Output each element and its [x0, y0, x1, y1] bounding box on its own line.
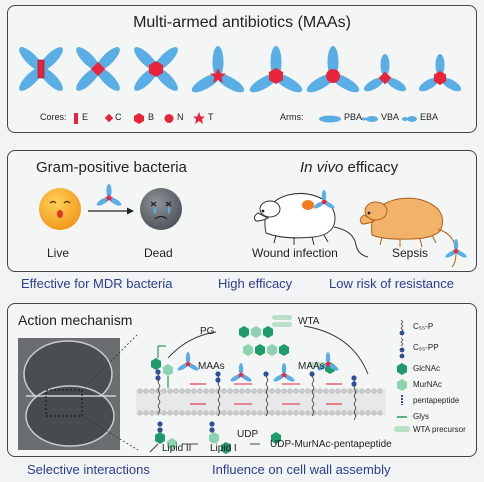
core-c-icon — [104, 113, 114, 123]
core-e-icon — [74, 113, 78, 124]
legend-pentapeptide: pentapeptide — [413, 396, 460, 405]
panel1-title: Multi-armed antibiotics (MAAs) — [133, 14, 351, 31]
in-vivo-italic: In vivo — [300, 159, 344, 176]
maa-b3s-core-icon — [418, 54, 462, 92]
arm-eba-icon — [407, 116, 417, 122]
pathway-arrows — [149, 325, 369, 453]
pg-label: PG — [200, 326, 215, 337]
maa-mech-2-icon — [273, 363, 295, 382]
arms-label: Arms: — [280, 112, 304, 122]
cores-label: Cores: — [40, 112, 67, 122]
panel-mechanism: Action mechanism — [7, 303, 477, 457]
lipid1-label: Lipid I — [210, 443, 237, 454]
core-n-icon — [164, 114, 174, 123]
maa-molecules — [15, 43, 462, 124]
in-vivo-rest: efficacy — [343, 159, 399, 176]
maa-mech-3-icon — [317, 352, 339, 371]
maa-b-core-icon — [130, 43, 182, 95]
live-bacterium-icon — [39, 188, 81, 230]
arm-vba-icon — [366, 116, 378, 122]
mouse-sepsis-icon — [359, 197, 457, 268]
maa-t-core-icon — [189, 46, 247, 96]
core-t-label: T — [208, 112, 214, 122]
legend-glcnac: GlcNAc — [413, 364, 441, 373]
caption-cell-wall: Influence on cell wall assembly — [212, 462, 391, 477]
lipid2-label: Lipid II — [162, 443, 192, 454]
sepsis-label: Sepsis — [392, 246, 429, 260]
panel-maas: Multi-armed antibiotics (MAAs) — [7, 5, 477, 133]
membrane — [136, 388, 386, 416]
maa-mouse-icon — [313, 190, 335, 209]
legend-icons — [394, 319, 410, 432]
maa-b3-core-icon — [247, 46, 305, 96]
live-label: Live — [47, 246, 70, 260]
phosphate-heads — [155, 369, 357, 433]
mechanism-title: Action mechanism — [18, 312, 133, 328]
core-b-icon — [134, 113, 144, 124]
maa-sepsis-icon — [445, 239, 467, 258]
caption-resistance: Low risk of resistance — [329, 276, 454, 291]
maa-e-core-icon — [15, 43, 67, 95]
caption-mdr: Effective for MDR bacteria — [21, 276, 173, 291]
panel-efficacy: Gram-positive bacteria In vivo efficacy — [7, 150, 477, 272]
core-e-label: E — [82, 112, 89, 122]
tem-micrograph — [18, 338, 120, 450]
caption-efficacy: High efficacy — [218, 276, 293, 291]
c55-chains — [157, 373, 357, 421]
maa-mech-4-icon — [177, 352, 199, 371]
maas-label-2: MAAs — [298, 361, 325, 372]
sugar-chain-top — [151, 315, 335, 388]
maa-n-core-icon — [304, 46, 362, 96]
efficacy-illustration — [39, 184, 467, 268]
in-vivo-title: In vivo efficacy — [300, 159, 398, 176]
maa-c3-core-icon — [363, 54, 407, 92]
arm-vba-label: VBA — [381, 112, 400, 122]
udp-label: UDP — [237, 429, 259, 440]
core-b-label: B — [148, 112, 155, 122]
maas-label-1: MAAs — [198, 361, 225, 372]
udp-murnac-label: UDP-MurNAc-pentapeptide — [270, 439, 392, 450]
dead-bacterium-icon — [140, 188, 182, 230]
wound-label: Wound infection — [252, 246, 338, 260]
legend-glys: Glys — [413, 412, 429, 421]
maa-small-icon — [96, 184, 122, 206]
maa-mech-1-icon — [230, 363, 252, 382]
mechanism-illustration — [18, 315, 410, 454]
wta-label: WTA — [298, 316, 320, 327]
core-n-label: N — [177, 112, 184, 122]
arm-pba-label: PBA — [344, 112, 363, 122]
dead-label: Dead — [144, 246, 173, 260]
maa-c-core-icon — [72, 43, 124, 95]
core-c-label: C — [115, 112, 122, 122]
sugar-chain-bottom — [155, 432, 281, 454]
legend-murnac: MurNAc — [413, 380, 442, 389]
core-t-icon — [193, 112, 205, 124]
gram-positive-title: Gram-positive bacteria — [36, 159, 187, 176]
legend-wta-precursor: WTA precursor — [413, 425, 466, 434]
maa-inhibition-arrows — [190, 383, 342, 405]
legend-c55p: C₅₅-P — [413, 322, 434, 331]
legend-c55pp: C₅₅-PP — [413, 343, 439, 352]
arm-pba-icon — [319, 115, 341, 123]
arm-eba-label: EBA — [420, 112, 439, 122]
caption-selective: Selective interactions — [27, 462, 150, 477]
